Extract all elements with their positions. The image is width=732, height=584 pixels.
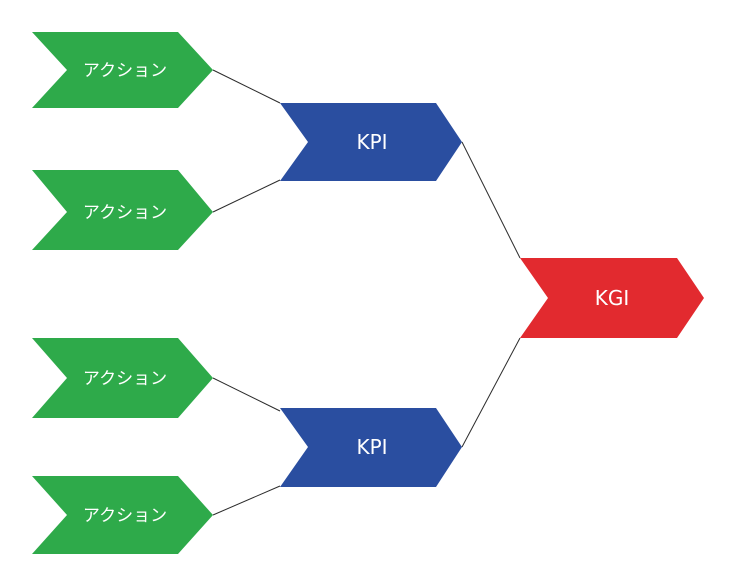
- connector-action-2-kpi-1: [212, 179, 281, 213]
- kpi-node-1-label: KPI: [356, 130, 387, 154]
- kpi-node-2-label: KPI: [356, 435, 387, 459]
- action-node-4-shape: [32, 476, 213, 554]
- action-node-1: アクション: [32, 32, 213, 108]
- kpi-node-2-shape: [280, 408, 462, 487]
- connector-action-4-kpi-2: [212, 485, 281, 516]
- kgi-node: KGI: [520, 258, 704, 338]
- action-node-3-shape: [32, 338, 213, 418]
- connector-kpi-2-kgi: [461, 337, 521, 448]
- kpi-node-1: KPI: [280, 103, 462, 181]
- action-node-2-shape: [32, 170, 213, 250]
- action-node-2-label: アクション: [83, 203, 167, 223]
- action-node-4-label: アクション: [83, 506, 167, 526]
- action-node-1-shape: [32, 32, 213, 108]
- kgi-node-label: KGI: [595, 286, 630, 310]
- kgi-node-shape: [520, 258, 704, 338]
- action-node-2: アクション: [32, 170, 213, 250]
- action-node-4: アクション: [32, 476, 213, 554]
- action-node-3: アクション: [32, 338, 213, 418]
- connectors: [212, 69, 521, 516]
- kpi-node-2: KPI: [280, 408, 462, 487]
- action-node-3-label: アクション: [83, 369, 167, 389]
- kpi-node-1-shape: [280, 103, 462, 181]
- connector-kpi-1-kgi: [461, 141, 521, 259]
- action-node-1-label: アクション: [83, 61, 167, 81]
- connector-action-1-kpi-1: [212, 69, 281, 104]
- connector-action-3-kpi-2: [212, 377, 281, 412]
